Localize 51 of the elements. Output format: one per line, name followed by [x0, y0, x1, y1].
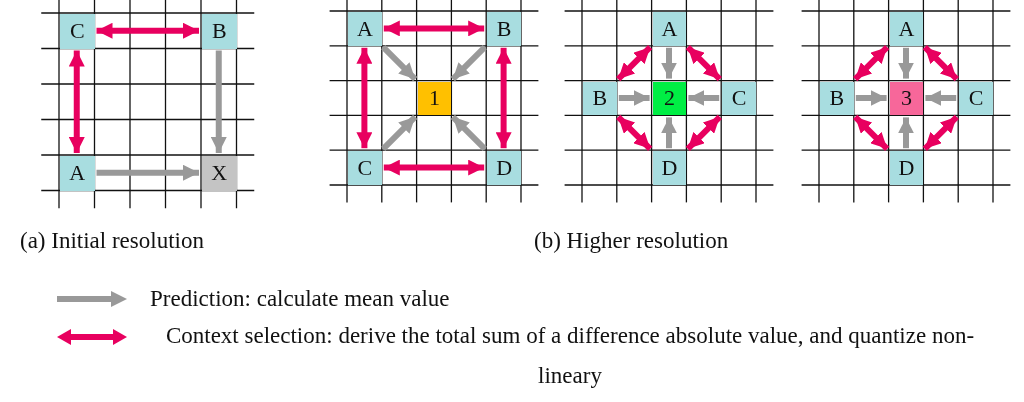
grid-cell-box: C	[959, 81, 993, 116]
grid-cell-box: C	[722, 81, 756, 116]
grid-cell-box: B	[487, 12, 521, 46]
arrow	[898, 47, 914, 79]
arrow	[450, 45, 487, 82]
grid-cell-box: A	[60, 156, 95, 191]
grid-cell-box: A	[348, 12, 382, 46]
grid-cell-box: 2	[652, 81, 687, 116]
grid-cell-box: D	[487, 151, 521, 185]
double-arrow	[853, 114, 890, 151]
arrow	[925, 90, 957, 106]
double-arrow	[853, 45, 890, 82]
double-arrow	[383, 20, 485, 37]
double-arrow	[922, 45, 959, 82]
grid-cell-box: D	[889, 151, 924, 185]
arrow	[855, 90, 887, 106]
grid-cell-box: X	[202, 156, 237, 191]
grid-cell-box: B	[202, 14, 237, 49]
panel-caption: (b) Higher resolution	[534, 228, 729, 254]
double-arrow	[96, 22, 199, 39]
double-arrow	[616, 114, 653, 151]
legend-text: Context selection: derive the total sum of a difference absolute value, and quantize non-lineary	[164, 322, 976, 390]
arrow	[661, 47, 677, 79]
grid-cell-box: A	[889, 12, 924, 46]
arrow	[688, 90, 720, 106]
arrow	[210, 50, 227, 153]
arrow	[661, 117, 677, 149]
double-arrow	[922, 114, 959, 151]
arrow	[381, 45, 418, 82]
grid-cell-box: A	[652, 12, 687, 46]
grid-cell-box: C	[348, 151, 382, 185]
arrow	[618, 90, 650, 106]
double-arrow	[616, 45, 653, 82]
double-arrow	[495, 47, 512, 149]
double-arrow	[685, 45, 722, 82]
grid-cell-box: D	[652, 151, 687, 185]
double-arrow	[356, 47, 373, 149]
grid-cell-box: C	[60, 14, 95, 49]
arrow	[381, 114, 418, 151]
double-arrow	[383, 159, 485, 176]
arrow	[898, 117, 914, 149]
double-arrow	[68, 50, 85, 153]
arrow	[450, 114, 487, 151]
grid-cell-box: B	[820, 81, 854, 116]
grid-cell-box: B	[583, 81, 617, 116]
grid-cell-box: 3	[889, 81, 924, 116]
legend-text: Prediction: calculate mean value	[150, 286, 450, 312]
arrow	[96, 164, 199, 181]
grid-cell-box: 1	[417, 81, 452, 116]
panel-caption: (a) Initial resolution	[20, 228, 204, 254]
double-arrow	[685, 114, 722, 151]
